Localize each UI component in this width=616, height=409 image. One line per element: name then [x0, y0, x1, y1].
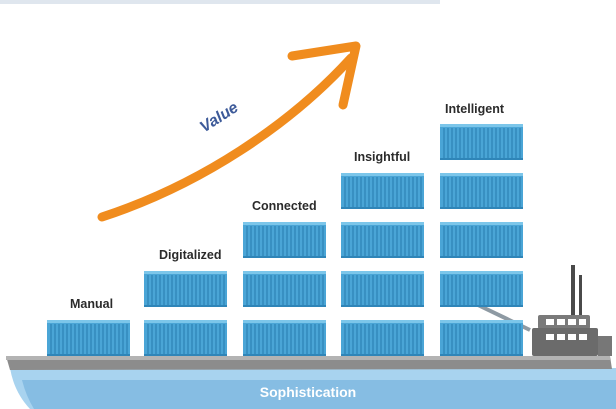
container-insightful-3 [341, 222, 424, 258]
container-insightful-1 [341, 320, 424, 356]
value-arrow-shaft [97, 53, 356, 222]
level-label-intelligent: Intelligent [445, 102, 505, 116]
container-intelligent-1 [440, 320, 523, 356]
container-connected-1 [243, 320, 326, 356]
container-digitalized-2 [144, 271, 227, 307]
container-intelligent-4 [440, 173, 523, 209]
level-label-digitalized: Digitalized [159, 248, 222, 262]
container-insightful-2 [341, 271, 424, 307]
ship-deck-shade [6, 356, 610, 360]
level-label-connected: Connected [252, 199, 317, 213]
top-strip [0, 0, 440, 4]
container-intelligent-5 [440, 124, 523, 160]
ship-bridge [532, 265, 612, 356]
container-stacks [47, 124, 523, 356]
container-manual-1 [47, 320, 130, 356]
container-connected-2 [243, 271, 326, 307]
level-label-manual: Manual [70, 297, 114, 311]
sophistication-label: Sophistication [259, 384, 357, 400]
container-insightful-4 [341, 173, 424, 209]
ship-hull-band [22, 380, 616, 409]
level-label-insightful: Insightful [354, 150, 411, 164]
container-connected-3 [243, 222, 326, 258]
container-intelligent-2 [440, 271, 523, 307]
container-digitalized-1 [144, 320, 227, 356]
value-arrow-head [287, 41, 361, 110]
container-intelligent-3 [440, 222, 523, 258]
